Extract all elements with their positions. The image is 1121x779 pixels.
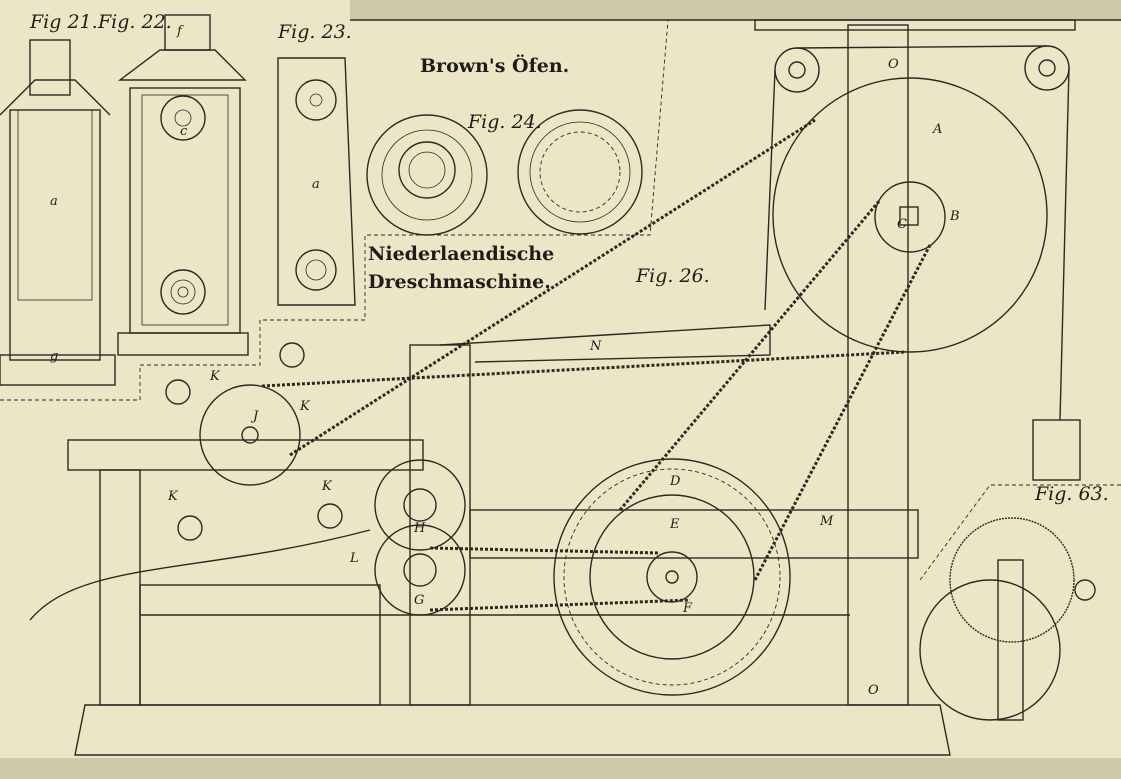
- fig21-stove: a g: [0, 39, 116, 386]
- label-B: B: [949, 209, 960, 224]
- label-K-4: K: [321, 479, 333, 494]
- label-D: D: [669, 474, 681, 489]
- label-E: E: [669, 517, 680, 532]
- label-F: F: [682, 601, 693, 616]
- label-K-2: K: [299, 399, 311, 414]
- label-O-top: O: [888, 57, 899, 72]
- label-O-bottom: O: [868, 683, 879, 698]
- label-a: a: [50, 194, 58, 209]
- browns-title: Brown's Öfen.: [420, 54, 569, 77]
- label-H: H: [413, 521, 426, 536]
- fig63-gears: Fig. 63.: [919, 483, 1121, 721]
- bottom-border: [0, 758, 1121, 779]
- label-C: C: [897, 217, 907, 232]
- label-K-1: K: [209, 369, 221, 384]
- top-border: [350, 0, 1121, 20]
- label-a-fig23: a: [312, 177, 320, 192]
- label-J: J: [250, 409, 259, 424]
- label-M: M: [819, 514, 834, 529]
- fig21-label: Fig 21.: [29, 11, 98, 33]
- fig22-stove: f c: [117, 14, 249, 356]
- fig24-label: Fig. 24.: [467, 111, 542, 133]
- label-G: G: [414, 593, 424, 608]
- dresch-title-2: Dreschmaschine.: [368, 271, 551, 293]
- dresch-title-1: Niederlaendische: [368, 243, 554, 265]
- fig26-label: Fig. 26.: [635, 265, 710, 287]
- label-f: f: [176, 24, 184, 39]
- fig63-label: Fig. 63.: [1034, 483, 1109, 505]
- fig22-label: Fig. 22.: [97, 11, 172, 33]
- label-N: N: [589, 339, 602, 354]
- fig26-machine: A B C O N M L J K K K K H G D: [29, 19, 1081, 756]
- label-c: c: [180, 124, 188, 139]
- label-K-3: K: [167, 489, 179, 504]
- label-A: A: [932, 122, 942, 137]
- label-L: L: [349, 551, 359, 566]
- label-g: g: [50, 349, 58, 364]
- fig23-plate: a: [277, 57, 356, 306]
- fig23-label: Fig. 23.: [277, 21, 352, 43]
